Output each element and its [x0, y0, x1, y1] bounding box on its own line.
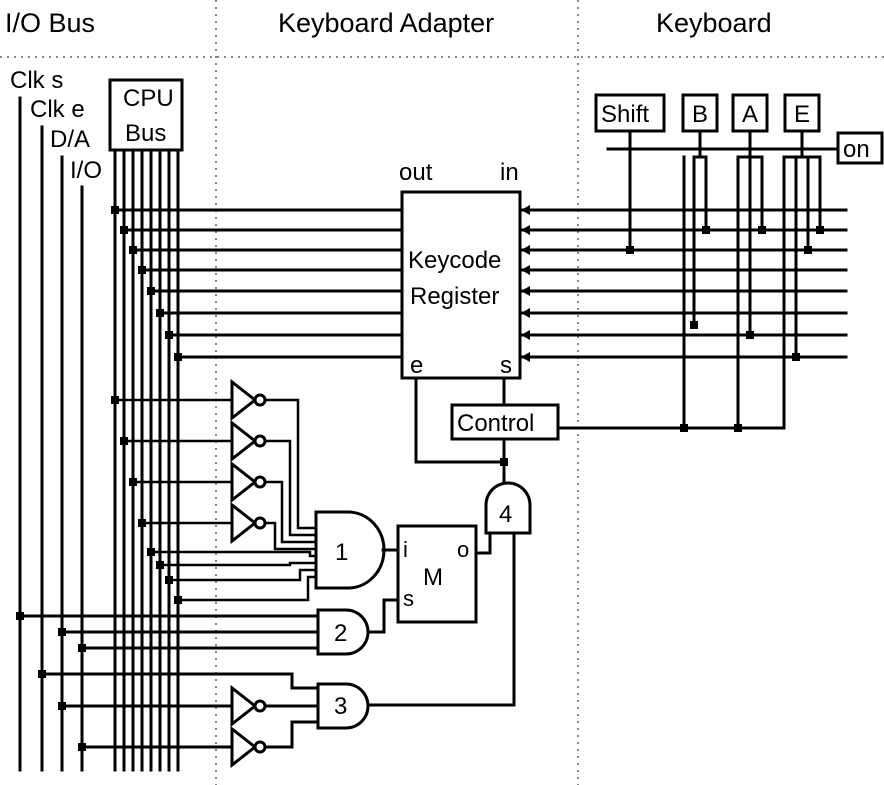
- gate-1-label: 1: [335, 539, 348, 566]
- header-keyboard-adapter: Keyboard Adapter: [278, 8, 494, 38]
- register-e-label: e: [410, 352, 423, 379]
- register-s-label: s: [500, 352, 512, 379]
- keyboard-keys: Shift B A E on: [594, 93, 884, 165]
- clk-e-label: Clk e: [30, 96, 85, 123]
- a-key-label: A: [742, 101, 758, 128]
- keycode-register: [400, 190, 522, 380]
- gate-1-inputs: [111, 396, 316, 604]
- gate-3-label: 3: [334, 693, 347, 720]
- on-label: on: [843, 136, 870, 163]
- memory-o-label: o: [457, 537, 469, 562]
- register-control-wires: [414, 376, 508, 487]
- b-key: [681, 93, 719, 133]
- gate-2-label: 2: [334, 620, 347, 647]
- io-bus-wires: [18, 96, 84, 772]
- and-gate-1: 1: [314, 510, 400, 590]
- keyboard-wiring: [556, 129, 840, 432]
- e-key: [783, 93, 821, 133]
- gate-1-inverters: [230, 378, 267, 545]
- and-gate-2: 2: [16, 598, 400, 656]
- register-out-label: out: [399, 159, 433, 186]
- memory-m-label: M: [423, 564, 443, 591]
- cpu-bus-label-1: CPU: [123, 85, 174, 112]
- cpu-bus-label-2: Bus: [125, 120, 166, 147]
- e-key-label: E: [794, 101, 810, 128]
- cpu-bus-lines: [113, 148, 180, 772]
- memory-m: [396, 524, 478, 624]
- register-in-label: in: [500, 159, 519, 186]
- b-key-label: B: [692, 101, 708, 128]
- keycode-register-label-1: Keycode: [408, 247, 501, 274]
- header-io-bus: I/O Bus: [5, 8, 95, 38]
- register-output-lines: [111, 206, 404, 361]
- shift-key-label: Shift: [601, 101, 649, 128]
- and-gate-3: 3: [38, 670, 516, 769]
- io-label: I/O: [70, 157, 102, 184]
- and-gate-4: 4: [474, 481, 532, 707]
- gate-4-label: 4: [499, 501, 512, 528]
- clk-s-label: Clk s: [10, 67, 63, 94]
- control-label: Control: [457, 410, 534, 437]
- cpu-bus-box: [108, 78, 184, 152]
- d-a-label: D/A: [50, 126, 90, 153]
- header-keyboard: Keyboard: [656, 8, 772, 38]
- memory-i-label: i: [403, 537, 408, 562]
- memory-s-label: s: [403, 586, 414, 611]
- keycode-register-label-2: Register: [410, 283, 499, 310]
